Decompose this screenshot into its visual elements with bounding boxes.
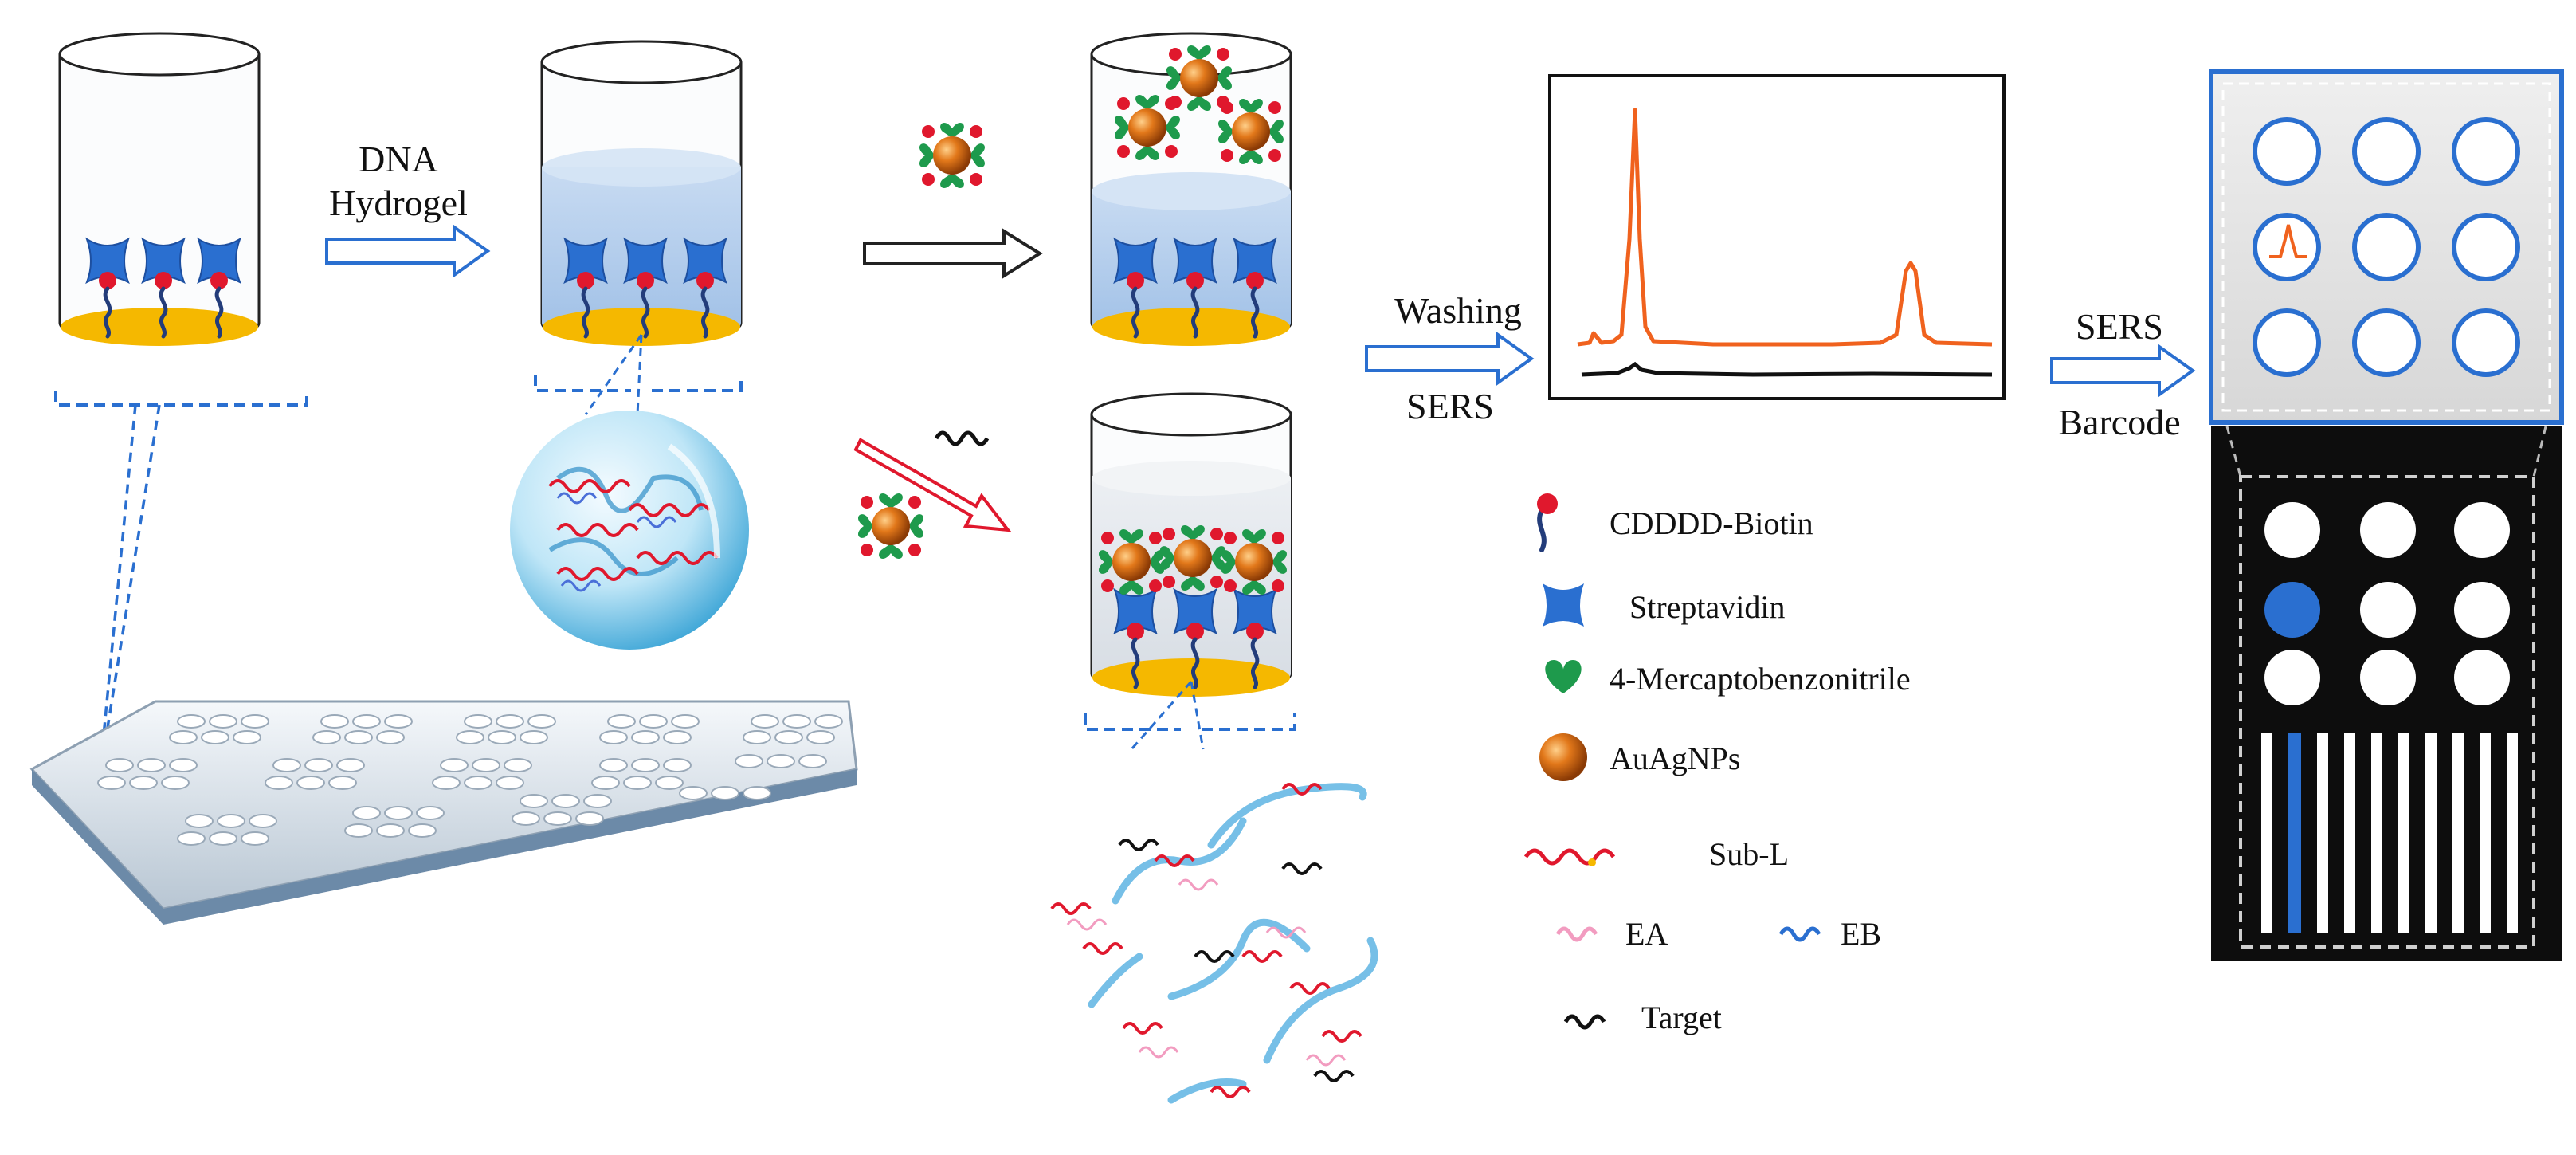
hydrogel-label-line2: Hydrogel [329,183,468,223]
barcode-panel [2211,426,2562,961]
arrow-sers-barcode [2050,344,2196,398]
legend-label-ea: EA [1625,916,1668,952]
nanoparticle-probe-bottom [857,493,924,560]
hydrogel-sphere [510,411,749,650]
cup-hydrogel-dissolved [1090,392,1292,697]
sers-label: SERS [1406,386,1494,426]
nanoparticle-probe-top [919,122,986,189]
legend-label-mbn: 4-Mercaptobenzonitrile [1610,661,1911,697]
sub-l-strand-icon [1523,848,1616,866]
arrow-no-target [863,228,1043,279]
target-strand-icon [1563,1014,1606,1030]
zoom-dashed-line [98,404,161,778]
legend-label-biotin: CDDDD-Biotin [1610,505,1813,541]
washing-label: Washing [1394,290,1522,331]
hydrogel-label-line1: DNA [359,139,438,179]
arrow-hydrogel [325,224,491,278]
spectrum-target-trace [1577,108,1993,347]
barcode-label-line2: Barcode [2058,402,2180,442]
barcode-label-line1: SERS [2076,306,2163,347]
arrow-with-target [853,438,1012,532]
ea-strand-icon [1555,926,1598,942]
legend-label-eb: EB [1841,916,1881,952]
microarray-slide [29,700,858,925]
gold-substrate [61,308,258,346]
eb-strand-icon [1778,926,1821,942]
streptavidin-icon [1543,583,1584,627]
cup-with-hydrogel [540,40,743,346]
arrow-washing-sers [1365,332,1535,386]
heart-icon [1545,660,1582,693]
sers-spectrum [1548,74,2006,400]
legend: CDDDD-Biotin Streptavidin 4-Mercaptobenz… [1523,493,1911,1035]
nanoparticle-icon [1539,733,1587,781]
cup-hydrogel-intact [1090,32,1292,346]
spectrum-blank-trace [1581,361,1993,377]
legend-label-subl: Sub-L [1709,836,1789,872]
target-strand-in [934,430,990,446]
legend-label-target: Target [1641,1000,1722,1035]
legend-label-nps: AuAgNPs [1610,741,1740,776]
sers-chip [2209,69,2564,425]
legend-label-streptavidin: Streptavidin [1629,589,1786,625]
chip-spot-spectrum [2269,224,2307,258]
dissolved-hydrogel-network [1050,783,1378,1104]
cup-bare-streptavidin [58,32,261,346]
biotin-probe-icon [1537,493,1558,552]
